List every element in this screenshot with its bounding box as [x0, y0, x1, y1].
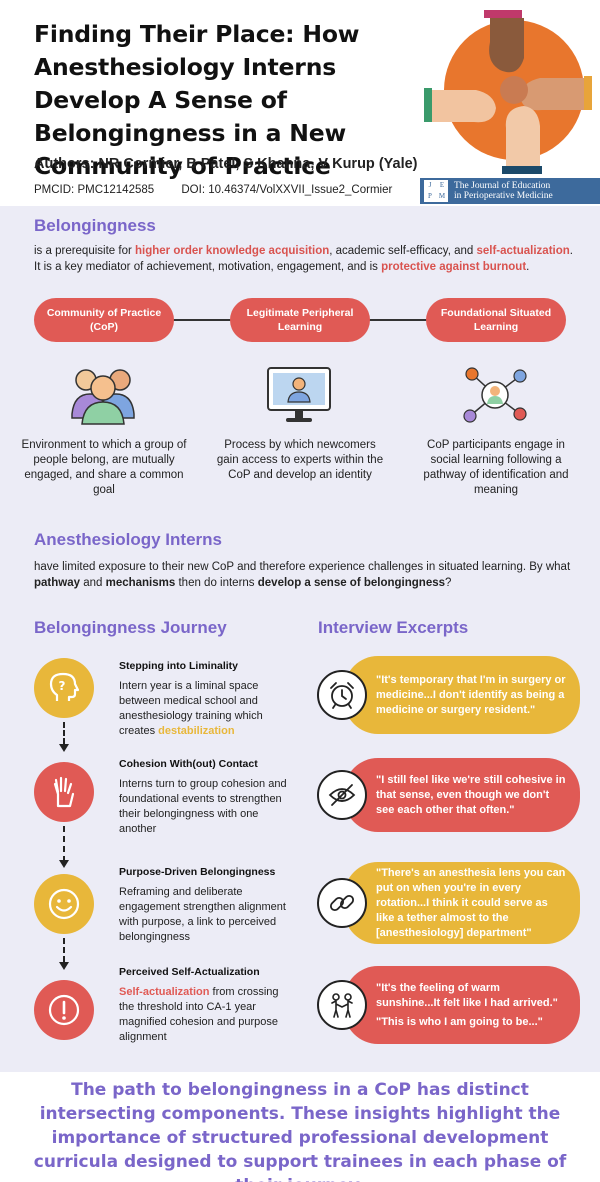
- journey-step-3-title: Purpose-Driven Belongingness: [119, 866, 276, 878]
- quote-4-icon: [317, 980, 367, 1030]
- journey-step-4-title: Perceived Self-Actualization: [119, 966, 260, 978]
- interviews-heading: Interview Excerpts: [318, 618, 469, 637]
- journey-step-2-text: Interns turn to group cohesion and found…: [119, 778, 287, 835]
- journey-step-1-icon: ?: [34, 658, 94, 718]
- interns-heading: Anesthesiology Interns: [34, 530, 222, 549]
- journey-arrow-1: [63, 722, 65, 744]
- quote-bubble-3: "There's an anesthesia lens you can put …: [344, 862, 580, 944]
- journey-step-4-text: Self-actualization from crossing the thr…: [119, 986, 279, 1043]
- question-head-icon: ?: [49, 672, 80, 701]
- journey-step-4-icon: [34, 980, 94, 1040]
- chain-link-icon: [329, 894, 355, 912]
- journey-arrow-2: [63, 826, 65, 862]
- journey-heading: Belongingness Journey: [34, 618, 227, 637]
- quote-4-text-b: "This is who I am going to be...": [376, 1015, 543, 1028]
- quote-bubble-2: "I still feel like we're still cohesive …: [344, 758, 580, 832]
- group-people-icon: [71, 369, 135, 425]
- interns-paragraph: have limited exposure to their new CoP a…: [34, 561, 571, 589]
- journey-step-3-icon: [34, 874, 94, 934]
- doi: DOI: 10.46374/VolXXVII_Issue2_Cormier: [181, 184, 393, 196]
- journey-step-1-text: Intern year is a liminal space between m…: [119, 680, 263, 737]
- authors: Authors: NR Cormier, B Patel, S Khanna, …: [34, 156, 418, 172]
- quote-bubble-1: "It's temporary that I'm in surgery or m…: [344, 656, 580, 734]
- smiley-icon: [48, 888, 80, 920]
- quote-bubble-4: "It's the feeling of warm sunshine...It …: [344, 966, 580, 1044]
- alarm-clock-icon: [330, 682, 354, 709]
- quote-4-text-a: "It's the feeling of warm sunshine...It …: [376, 981, 558, 1009]
- journey-arrow-3: [63, 938, 65, 962]
- journey-step-1-title: Stepping into Liminality: [119, 660, 238, 672]
- concept-pill-lpl: Legitimate Peripheral Learning: [230, 298, 370, 342]
- header: Finding Their Place: How Anesthesiology …: [0, 0, 600, 206]
- journey-arrowhead-2: [59, 860, 69, 868]
- raised-hand-icon: [53, 776, 75, 808]
- quote-3-text: "There's an anesthesia lens you can put …: [376, 866, 566, 939]
- page-title: Finding Their Place: How Anesthesiology …: [34, 20, 360, 180]
- network-person-icon: [463, 367, 527, 423]
- diverse-hands-icon: [424, 10, 592, 174]
- concept-pill-cop: Community of Practice (CoP): [34, 298, 174, 342]
- quote-2-icon: [317, 770, 367, 820]
- journal-name: The Journal of Education in Perioperativ…: [454, 180, 553, 202]
- monitor-person-icon: [267, 367, 331, 422]
- journal-banner: J E P M The Journal of Education in Peri…: [420, 178, 600, 204]
- conclusion-text: The path to belongingness in a CoP has d…: [33, 1080, 567, 1182]
- journey-step-2-icon: [34, 762, 94, 822]
- quote-1-icon: [317, 670, 367, 720]
- quote-1-text: "It's temporary that I'm in surgery or m…: [376, 673, 566, 716]
- concept-text-fsl: CoP participants engage in social learni…: [423, 439, 569, 496]
- quote-3-icon: [317, 878, 367, 928]
- people-handshake-icon: [331, 993, 353, 1018]
- journey-arrowhead-3: [59, 962, 69, 970]
- svg-text:?: ?: [59, 679, 66, 693]
- concept-pill-fsl: Foundational Situated Learning: [426, 298, 566, 342]
- quote-2-text: "I still feel like we're still cohesive …: [376, 773, 566, 816]
- concept-text-cop: Environment to which a group of people b…: [21, 439, 187, 496]
- identifiers: PMCID: PMC12142585 DOI: 10.46374/VolXXVI…: [34, 184, 392, 196]
- belongingness-heading: Belongingness: [34, 216, 156, 235]
- journey-step-2-title: Cohesion With(out) Contact: [119, 758, 258, 770]
- exclamation-icon: [48, 994, 80, 1026]
- concept-text-lpl: Process by which newcomers gain access t…: [216, 439, 384, 481]
- pmcid: PMCID: PMC12142585: [34, 184, 155, 196]
- journal-logo: J E P M: [424, 180, 448, 202]
- belongingness-paragraph: is a prerequisite for higher order knowl…: [34, 245, 573, 273]
- journey-step-3-text: Reframing and deliberate engagement stre…: [119, 886, 286, 943]
- journey-arrowhead-1: [59, 744, 69, 752]
- eye-slash-icon: [328, 784, 356, 806]
